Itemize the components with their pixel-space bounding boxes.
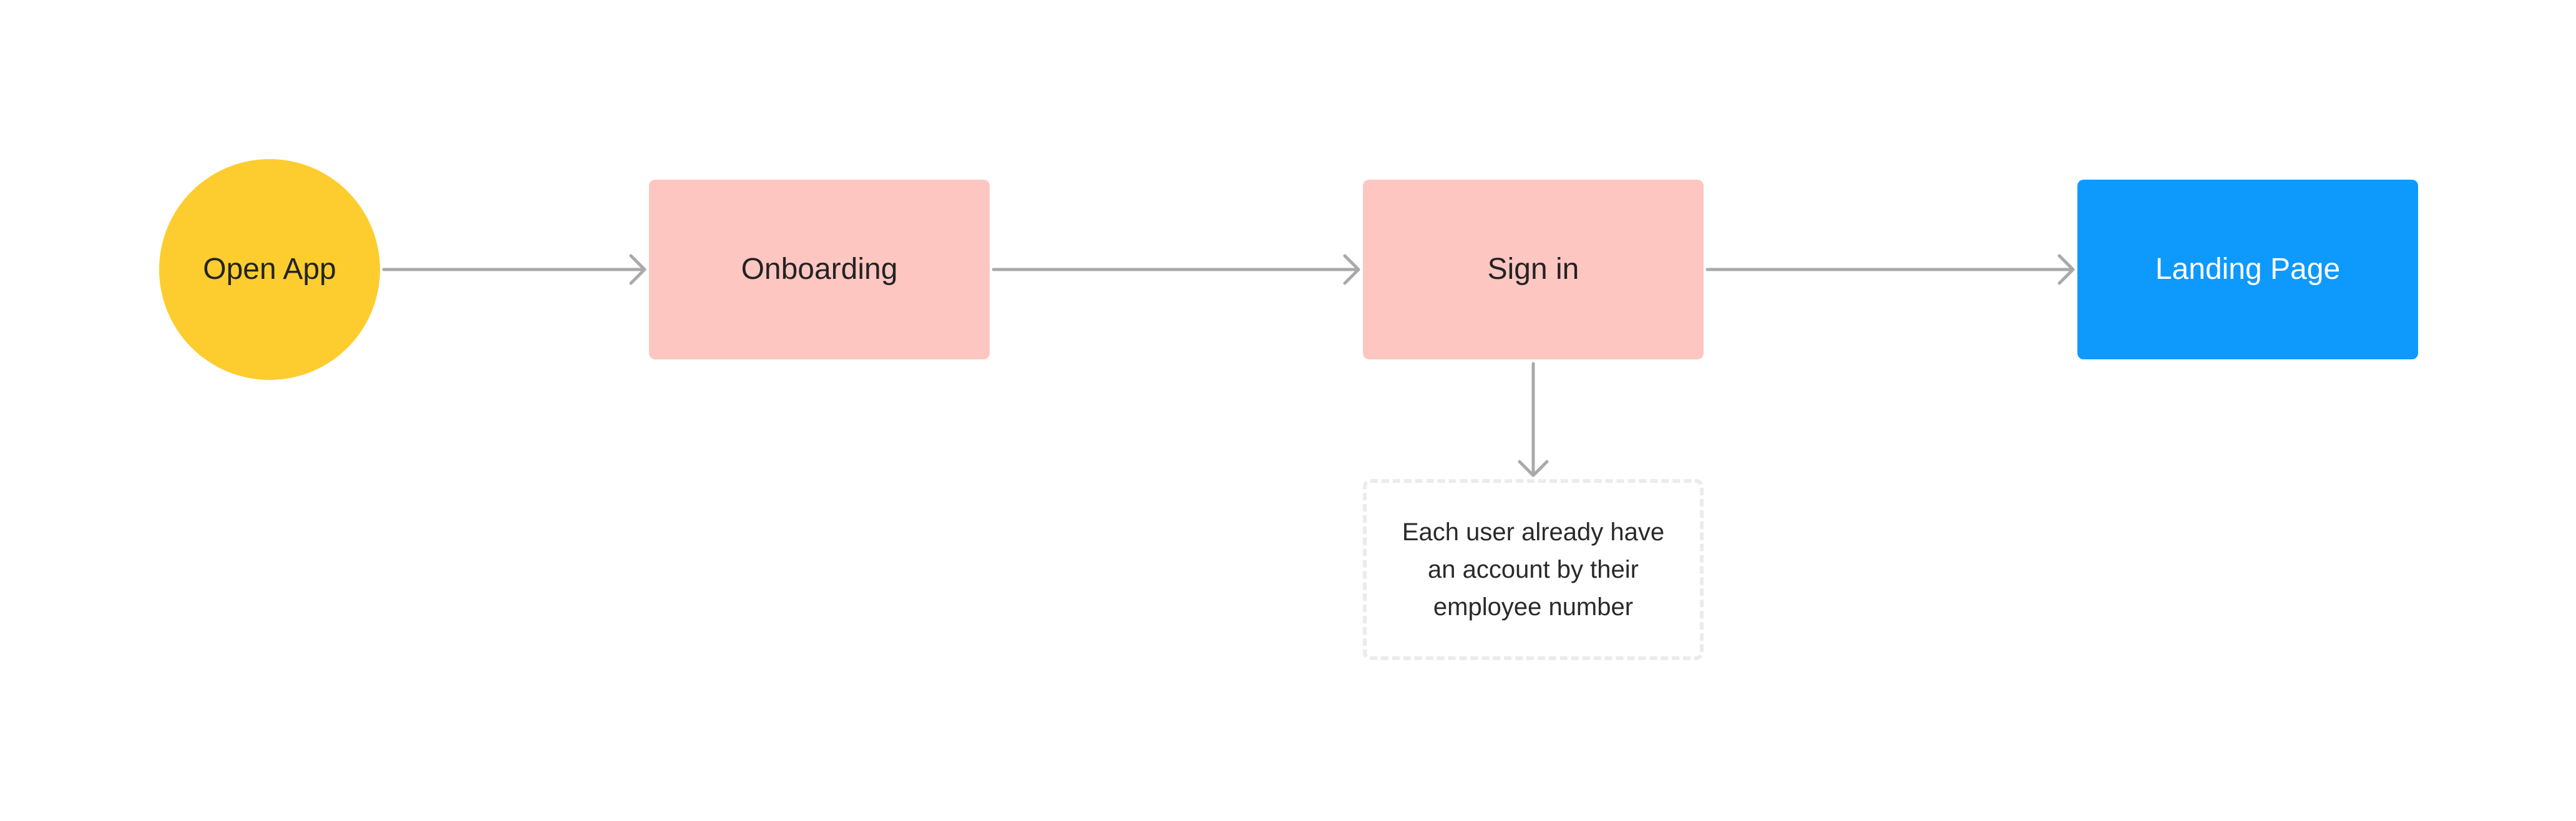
node-onboarding[interactable]: Onboarding (649, 180, 990, 359)
edge-open-app-to-onboarding (382, 254, 646, 285)
edge-onboarding-to-sign-in (992, 254, 1360, 285)
node-sign-in-label: Sign in (1487, 253, 1579, 286)
note-card[interactable]: Each user already have an account by the… (1363, 479, 1704, 660)
node-sign-in[interactable]: Sign in (1363, 180, 1704, 359)
edge-sign-in-to-note (1518, 362, 1549, 477)
node-onboarding-label: Onboarding (741, 253, 898, 286)
node-open-app-label: Open App (203, 253, 336, 286)
note-text: Each user already have an account by the… (1402, 518, 1665, 621)
node-landing-page-label: Landing Page (2155, 253, 2341, 286)
node-landing-page[interactable]: Landing Page (2077, 180, 2418, 359)
edge-sign-in-to-landing-page (1705, 254, 2075, 285)
node-open-app[interactable]: Open App (159, 159, 380, 380)
